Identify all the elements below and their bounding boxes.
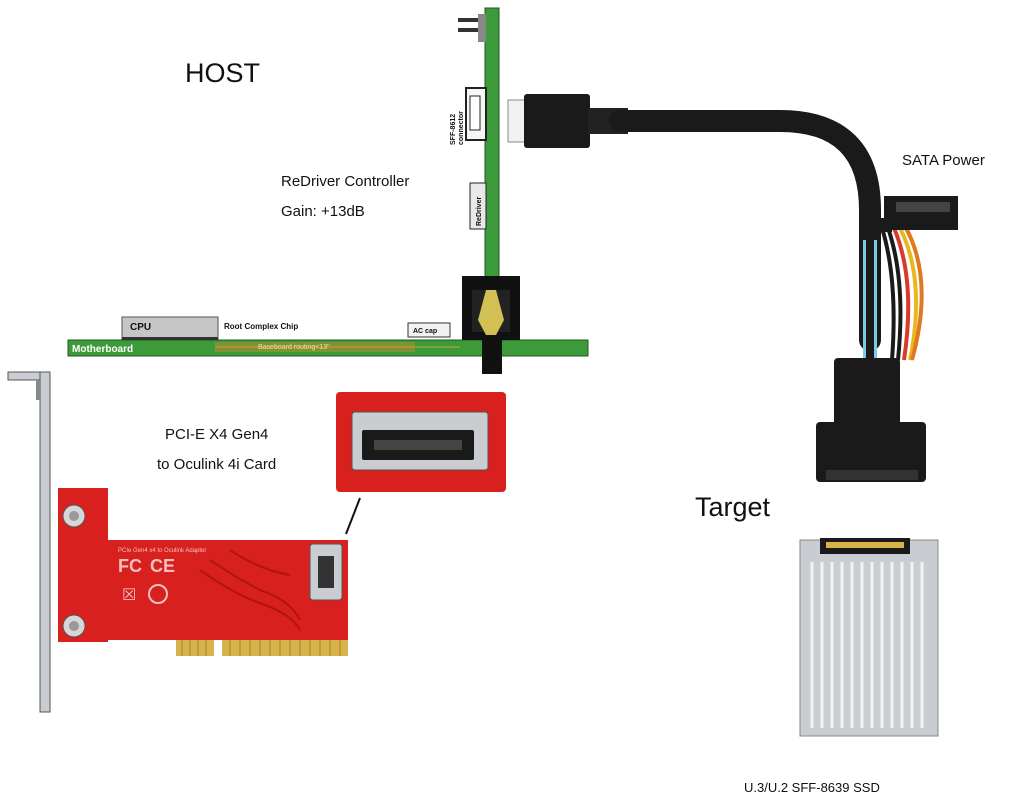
ac-cap — [407, 322, 451, 338]
svg-text:☒: ☒ — [122, 587, 136, 604]
card-title-line1: PCI-E X4 Gen4 — [165, 426, 269, 443]
sata-power-label: SATA Power — [902, 152, 985, 169]
oculink-card: FC CE ☒ — [58, 488, 348, 656]
oculink-cable — [507, 94, 924, 361]
card-title-line2: to Oculink 4i Card — [157, 456, 277, 473]
riser-board — [458, 7, 500, 299]
connector-label-1: SFF-8612 — [450, 114, 457, 145]
redriver-gain: Gain: +13dB — [281, 203, 365, 220]
svg-text:FC: FC — [118, 556, 142, 576]
redriver-chip-label: ReDriver — [476, 197, 483, 226]
connector-label-2: connector — [458, 111, 465, 145]
svg-text:CE: CE — [150, 556, 175, 576]
pcie-slot — [462, 276, 520, 374]
ssd-label: U.3/U.2 SFF-8639 SSD — [744, 780, 880, 795]
motherboard — [67, 339, 589, 357]
connector-zoom-callout — [336, 392, 506, 535]
cpu-label: CPU — [130, 322, 151, 333]
ac-cap-label: AC cap — [413, 328, 437, 335]
root-complex-label: Root Complex Chip — [224, 322, 298, 331]
u2-connector — [816, 358, 926, 482]
host-title: HOST — [185, 58, 261, 88]
cpu-chip — [121, 316, 219, 340]
sata-power-connector — [880, 196, 958, 232]
redriver-chip — [469, 182, 487, 230]
u2-ssd — [799, 538, 939, 737]
pcie-bracket — [7, 371, 51, 713]
target-title: Target — [695, 492, 771, 522]
baseboard-routing-label: Baseboard routing<13" — [258, 344, 330, 351]
redriver-title: ReDriver Controller — [281, 173, 410, 190]
card-silkscreen: PCIe Gen4 x4 to Oculink Adapter — [118, 548, 206, 554]
motherboard-label: Motherboard — [72, 344, 133, 355]
